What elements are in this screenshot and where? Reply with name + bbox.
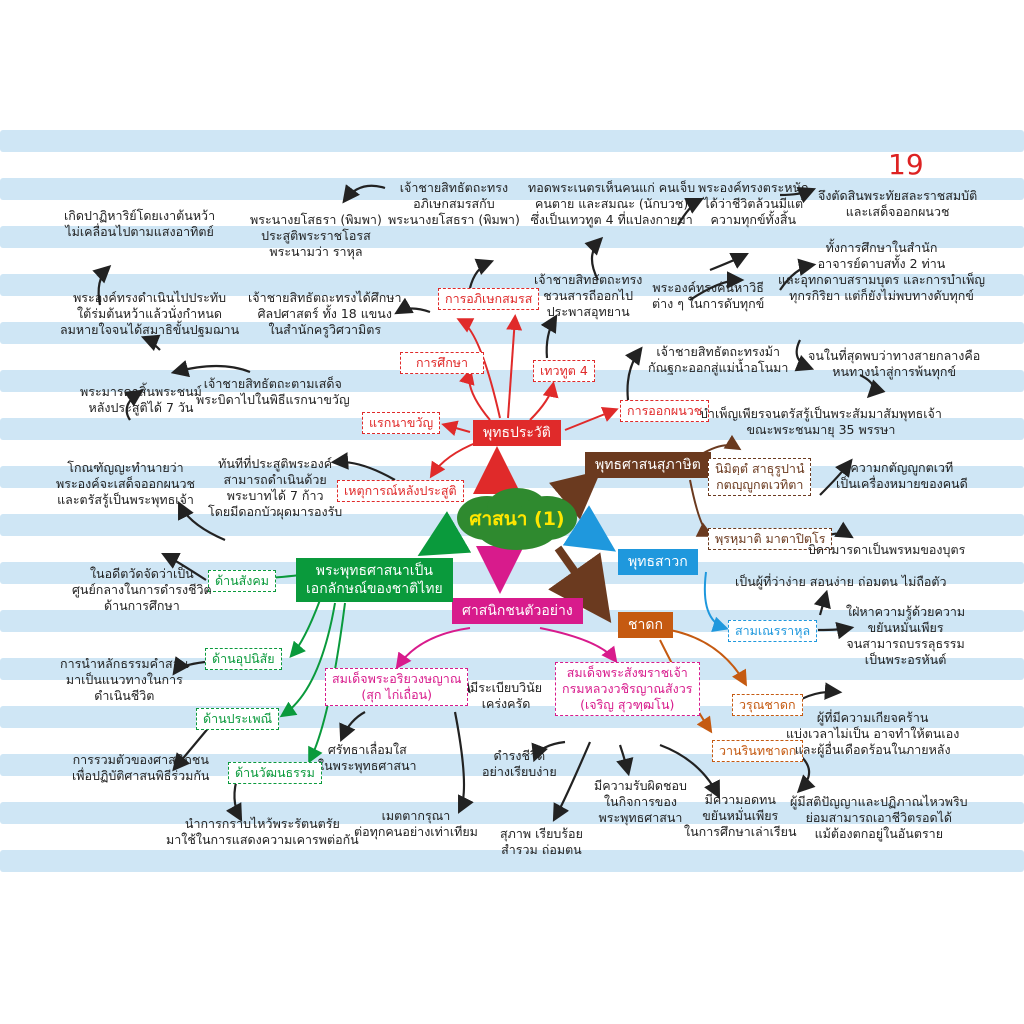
thai-culture-box: ด้านวัฒนธรรม xyxy=(228,762,322,784)
history-plough-text-4: เกิดปาฏิหาริย์โดยเงาต้นหว้า ไม่เคลื่อนไป… xyxy=(64,208,216,239)
background-stripe xyxy=(0,274,1024,296)
disciple-box: สามเณรราหุล xyxy=(728,620,818,642)
exemplary-text-2b: สุภาพ เรียบร้อย สำรวม ถ่อมตน xyxy=(500,826,583,857)
thai-tradition-text: การรวมตัวของศาสนิกชน เพื่อปฏิบัติศาสนพิธ… xyxy=(72,752,210,783)
central-topic-label: ศาสนา (1) xyxy=(469,508,565,530)
jataka-text-2: ผู้มีสติปัญญาและปฏิภาณไหวพริบ ย่อมสามารถ… xyxy=(790,794,968,841)
branch-thai-identity: พระพุทธศาสนาเป็น เอกลักษณ์ของชาติไทย xyxy=(296,558,453,602)
thai-social-text: ในอดีตวัดจัดว่าเป็น ศูนย์กลางในการดำรงชี… xyxy=(72,566,212,613)
exemplary-text-1a: มีระเบียบวินัย เคร่งครัด xyxy=(470,680,543,711)
history-education-box: การศึกษา xyxy=(400,352,484,374)
proverb-text-1: ความกตัญญูกตเวที เป็นเครื่องหมายของคนดี xyxy=(836,460,968,491)
center-arrows xyxy=(417,446,617,624)
exemplary-text-2a: ดำรงชีวิต อย่างเรียบง่าย xyxy=(482,748,557,779)
history-education-text: เจ้าชายสิทธัตถะทรงได้ศึกษา ศิลปศาสตร์ ทั… xyxy=(248,290,402,337)
history-plough-text-1: เจ้าชายสิทธัตถะตามเสด็จ พระบิดาไปในพิธีแ… xyxy=(196,376,350,407)
history-renounce-box: การออกผนวช xyxy=(620,400,710,422)
history-abhisek-box: การอภิเษกสมรส xyxy=(438,288,540,310)
cloud-shape xyxy=(457,488,577,550)
proverb-box-1: นิมิตฺตํ สาธุรูปานํ กตญฺญูกตเวทิตา xyxy=(708,458,812,496)
thai-social-box: ด้านสังคม xyxy=(208,570,277,592)
thai-tradition-box: ด้านประเพณี xyxy=(196,708,280,730)
exemplary-text-2d: มีความอดทน ขยันหมั่นเพียร ในการศึกษาเล่า… xyxy=(684,792,797,839)
background-stripe xyxy=(0,226,1024,248)
history-first-plough-box: แรกนาขวัญ xyxy=(362,412,441,434)
exemplary-text-1b: ศรัทธาเลื่อมใส ในพระพุทธศาสนา xyxy=(318,742,417,773)
history-birth-text-2: โกณฑัญญะทำนายว่า พระองค์จะเสด็จออกผนวช แ… xyxy=(56,460,195,507)
history-renounce-text-5: เจ้าชายสิทธัตถะทรงม้า กัณฐกะออกสู่แม่น้ำ… xyxy=(648,344,789,375)
proverb-text-2: บิดามารดาเป็นพรหมของบุตร xyxy=(808,542,966,557)
background-stripe xyxy=(0,802,1024,824)
branch-history: พุทธประวัติ xyxy=(473,420,561,446)
history-renounce-text-4: ทั้งการศึกษาในสำนัก อาจารย์ดาบสทั้ง 2 ท่… xyxy=(778,240,986,303)
background-stripe xyxy=(0,130,1024,152)
background-stripe xyxy=(0,850,1024,872)
jataka-box-1: วรุณชาดก xyxy=(732,694,803,716)
branch-disciples: พุทธสาวก xyxy=(618,549,698,575)
history-abhisek-text-2: พระนางยโสธรา (พิมพา) ประสูติพระราชโอรส พ… xyxy=(250,212,382,259)
history-renounce-text-7: บำเพ็ญเพียรจนตรัสรู้เป็นพระสัมมาสัมพุทธเ… xyxy=(700,406,942,437)
branch-exemplary: ศาสนิกชนตัวอย่าง xyxy=(452,598,583,624)
disciple-text-1: เป็นผู้ที่ว่าง่าย สอนง่าย ถ่อมตน ไม่ถือต… xyxy=(735,574,947,589)
history-four-signs-box: เทวทูต 4 xyxy=(533,360,595,382)
jataka-box-2: วานรินทชาดก xyxy=(712,740,804,762)
history-birth-event-box: เหตุการณ์หลังประสูติ xyxy=(337,480,464,502)
history-plough-text-3: พระองค์ทรงดำเนินไปประทับ ใต้ร่มต้นหว้าแล… xyxy=(60,290,240,337)
jataka-text-1: ผู้ที่มีความเกียจคร้าน แบ่งเวลาไม่เป็น อ… xyxy=(786,710,960,757)
exemplary-text-2c: มีความรับผิดชอบ ในกิจการของ พระพุทธศาสนา xyxy=(594,778,687,825)
background-stripe xyxy=(0,178,1024,200)
thai-habit-text: การนำหลักธรรมคำสอน มาเป็นแนวทางในการ ดำเ… xyxy=(60,656,189,703)
exemplary-box-2: สมเด็จพระสังฆราชเจ้า กรมหลวงวชิรญาณสังวร… xyxy=(555,662,700,716)
history-birth-text-1: ทันทีที่ประสูติพระองค์ สามารถดำเนินด้วย … xyxy=(208,456,343,519)
disciple-text-2: ใฝ่หาความรู้ด้วยความ ขยันหมั่นเพียร จนสา… xyxy=(846,604,966,667)
central-topic: ศาสนา (1) xyxy=(452,486,582,550)
history-renounce-text-1: พระองค์ทรงตระหนัก ได้ว่าชีวิตล้วนมีแต่ ค… xyxy=(698,180,809,227)
exemplary-box-1: สมเด็จพระอริยวงษญาณ (สุก ไก่เถื่อน) xyxy=(325,668,469,706)
branch-proverbs: พุทธศาสนสุภาษิต xyxy=(585,452,711,478)
history-plough-text-2: พระมารดาสิ้นพระชนม์ หลังประสูติได้ 7 วัน xyxy=(80,384,202,415)
thai-culture-text: นำการกราบไหว้พระรัตนตรัย มาใช้ในการแสดงค… xyxy=(166,816,359,847)
history-abhisek-text-1: เจ้าชายสิทธัตถะทรง อภิเษกสมรสกับ พระนางย… xyxy=(388,180,520,227)
branch-jataka: ชาดก xyxy=(618,612,673,638)
history-renounce-text-3: พระองค์ทรงค้นหาวิธี ต่าง ๆ ในการดับทุกข์ xyxy=(652,280,765,311)
background-stripe xyxy=(0,322,1024,344)
exemplary-text-1c: เมตตากรุณา ต่อทุกคนอย่างเท่าเทียม xyxy=(354,808,478,839)
history-signs-text-2: เจ้าชายสิทธัตถะทรง ชวนสารถีออกไป ประพาสอ… xyxy=(534,272,643,319)
background-stripe xyxy=(0,370,1024,392)
proverb-box-2: พฺรหฺมาติ มาตาปิตโร xyxy=(708,528,833,550)
history-renounce-text-6: จนในที่สุดพบว่าทางสายกลางคือ หนทางนำสู่ก… xyxy=(808,348,981,379)
thai-habit-box: ด้านอุปนิสัย xyxy=(205,648,282,670)
history-renounce-text-2: จึงตัดสินพระทัยสละราชสมบัติ และเสด็จออกผ… xyxy=(818,188,978,219)
page-number: 19 xyxy=(888,148,924,181)
history-signs-text-1: ทอดพระเนตรเห็นคนแก่ คนเจ็บ คนตาย และสมณะ… xyxy=(528,180,696,227)
